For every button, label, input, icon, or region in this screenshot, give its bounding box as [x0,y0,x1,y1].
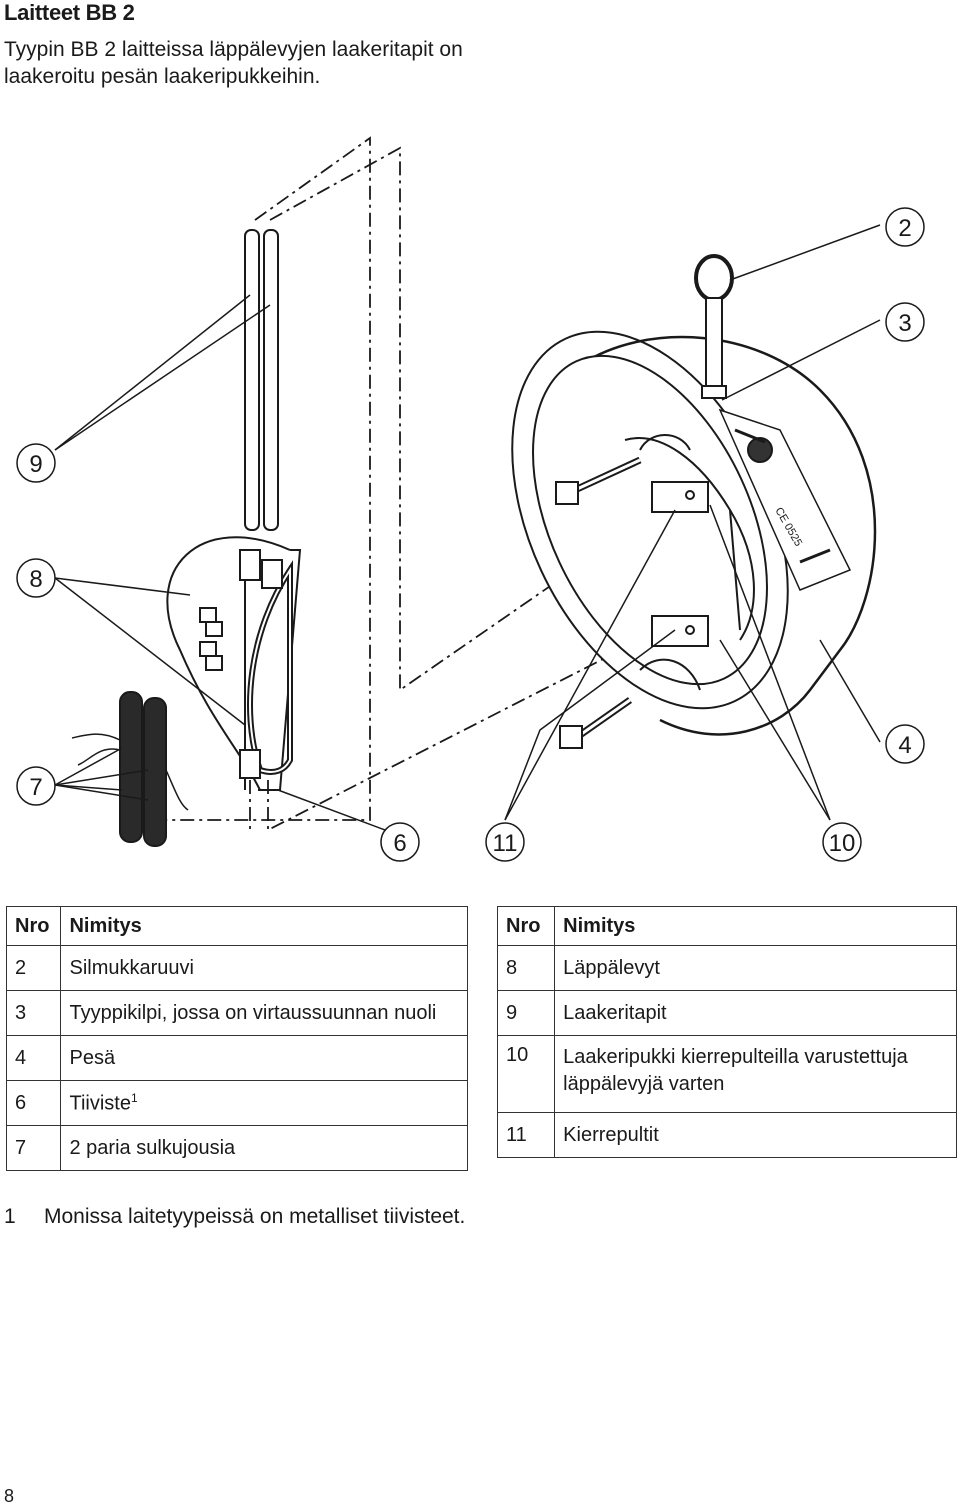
page-number: 8 [4,1486,15,1506]
parts-table-left: Nro Nimitys 2 Silmukkaruuvi 3 Tyyppikilp… [5,906,468,1171]
callout-4: 4 [885,724,925,764]
footnote-number: 1 [4,1205,16,1228]
cell-nro: 7 [5,1125,62,1171]
table-row: 4 Pesä [5,1035,468,1081]
callout-11: 11 [485,822,525,862]
bearing-pins [244,229,279,531]
cell-name: Tiiviste1 [60,1080,468,1126]
header-nro: Nro [496,906,556,946]
cell-name-text: Tiiviste [69,1092,131,1115]
intro-line-1: Tyypin BB 2 laitteissa läppälevyjen laak… [4,38,463,61]
table-header-row: Nro Nimitys [5,906,468,946]
cell-nro: 10 [496,1035,556,1113]
table-row: 8 Läppälevyt [496,945,957,991]
callout-3: 3 [885,302,925,342]
cell-name: Läppälevyt [554,945,957,991]
callout-10: 10 [822,822,862,862]
footnote-text: Monissa laitetyypeissä on metalliset tii… [44,1205,466,1228]
table-row: 7 2 paria sulkujousia [5,1125,468,1171]
table-row: 10 Laakeripukki kierrepulteilla varustet… [496,1035,957,1113]
cell-name-line-2: läppälevyjä varten [563,1073,725,1095]
svg-text:2: 2 [898,215,911,242]
svg-text:8: 8 [29,566,42,593]
callouts: 2 3 4 6 7 8 9 10 [16,207,925,862]
callout-7: 7 [16,766,56,806]
cell-nro: 6 [5,1080,62,1126]
callout-8: 8 [16,558,56,598]
eye-bolt [694,254,734,399]
hex-bolts [555,456,642,749]
callout-6: 6 [380,822,420,862]
cell-name: Tyyppikilpi, jossa on virtaussuunnan nuo… [60,990,468,1036]
table-row: 9 Laakeritapit [496,990,957,1036]
disc-plate [166,536,302,791]
svg-text:10: 10 [829,830,856,857]
cell-nro: 3 [5,990,62,1036]
cell-name-line-1: Laakeripukki kierrepulteilla varustettuj… [563,1046,908,1068]
cell-nro: 4 [5,1035,62,1081]
intro-paragraph: Tyypin BB 2 laitteissa läppälevyjen laak… [4,36,464,90]
header-nimitys: Nimitys [60,906,468,946]
cell-nro: 8 [496,945,556,991]
cell-name: Silmukkaruuvi [60,945,468,991]
header-nro: Nro [5,906,62,946]
svg-text:11: 11 [493,830,518,857]
closing-springs [71,691,189,847]
table-header-row: Nro Nimitys [496,906,957,946]
parts-table-right: Nro Nimitys 8 Läppälevyt 9 Laakeritapit … [496,906,957,1158]
footnote: 1 Monissa laitetyypeissä on metalliset ti… [4,1205,465,1229]
callout-2: 2 [885,207,925,247]
svg-text:4: 4 [898,732,911,759]
table-row: 6 Tiiviste1 [5,1080,468,1126]
svg-text:9: 9 [29,451,42,478]
footnote-ref: 1 [130,1090,138,1105]
cell-nro: 11 [496,1112,556,1158]
callout-9: 9 [16,443,56,483]
table-row: 2 Silmukkaruuvi [5,945,468,991]
table-row: 11 Kierrepultit [496,1112,957,1158]
cell-name: Laakeritapit [554,990,957,1036]
cell-name: Pesä [60,1035,468,1081]
cell-name: 2 paria sulkujousia [60,1125,468,1171]
svg-text:7: 7 [29,774,42,801]
svg-text:3: 3 [898,310,911,337]
intro-line-2: laakeroitu pesän laakeripukkeihin. [4,65,321,88]
cell-nro: 2 [5,945,62,991]
table-row: 3 Tyyppikilpi, jossa on virtaussuunnan n… [5,990,468,1036]
leader-lines [54,224,881,831]
page-title: Laitteet BB 2 [4,0,135,25]
exploded-view-drawing: CE 0525 [16,136,925,862]
cell-name: Laakeripukki kierrepulteilla varustettuj… [554,1035,957,1113]
svg-text:6: 6 [393,830,406,857]
cell-name: Kierrepultit [554,1112,957,1158]
header-nimitys: Nimitys [554,906,957,946]
housing-ring: CE 0525 [511,330,877,736]
cell-nro: 9 [496,990,556,1036]
